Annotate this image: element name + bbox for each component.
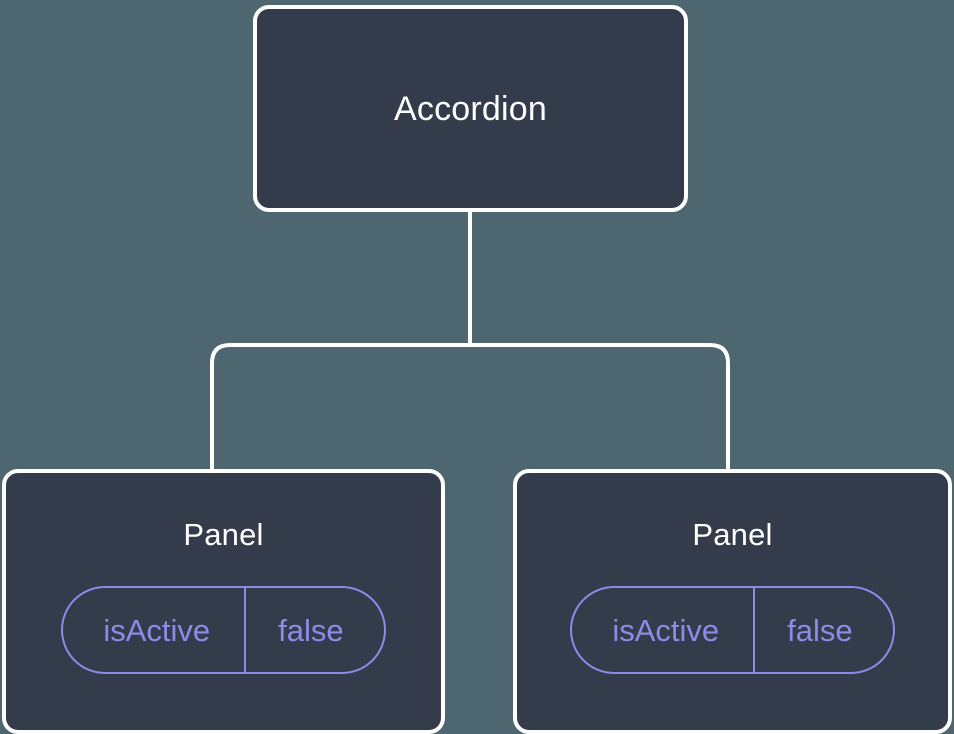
tree-node-panel-1[interactable]: Panel isActive false: [513, 469, 952, 734]
tree-node-panel-0[interactable]: Panel isActive false: [2, 469, 445, 734]
node-title: Panel: [692, 517, 773, 552]
state-value: false: [753, 588, 892, 672]
edge-root-to-panels: [210, 343, 730, 471]
state-key: isActive: [103, 612, 211, 648]
state-key: isActive: [612, 612, 720, 648]
node-title: Accordion: [394, 89, 547, 128]
state-badge[interactable]: isActive false: [570, 586, 895, 674]
tree-node-accordion[interactable]: Accordion: [253, 5, 688, 212]
node-title: Panel: [183, 517, 264, 552]
state-value: false: [244, 588, 383, 672]
state-badge[interactable]: isActive false: [61, 586, 386, 674]
